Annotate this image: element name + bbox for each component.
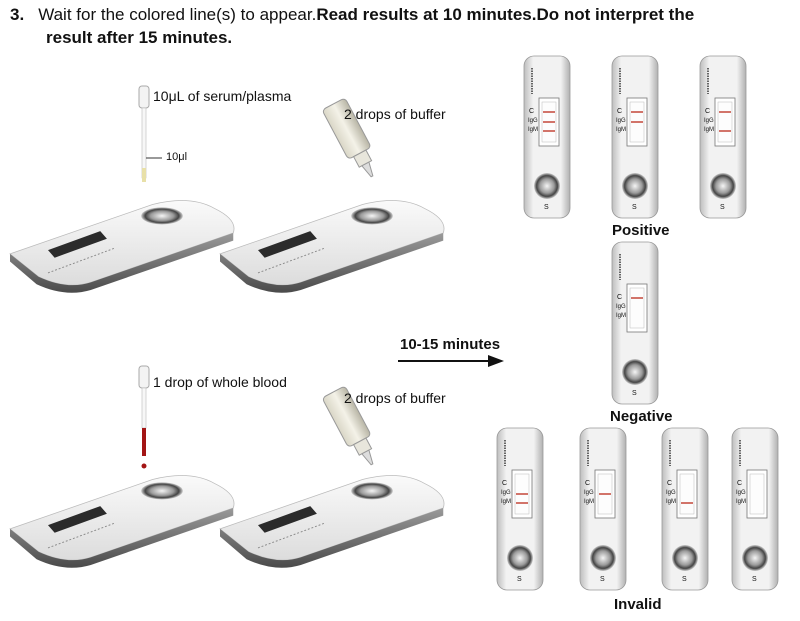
cassette-line-igg-label: IgG [616, 304, 626, 310]
cassette-line-igm-label: IgM [501, 499, 512, 505]
cassette-line-igg-label: IgG [704, 118, 714, 124]
cassette-line-igm-label: IgM [584, 499, 595, 505]
cassette-well-label: S [682, 576, 687, 583]
blood-step-cassette [9, 475, 235, 569]
cassette-well-label: S [600, 576, 605, 583]
cassette-line-igm-label: IgM [736, 499, 747, 505]
invalid-cassette-2 [579, 427, 627, 591]
step-instruction: 3. Wait for the colored line(s) to appear… [10, 4, 790, 26]
cassette-line-c-label: C [617, 108, 623, 115]
cassette-line-igm-label: IgM [616, 127, 627, 133]
serum-label: 10μL of serum/plasma [153, 88, 292, 104]
step-bold-1: Read results at 10 minutes. [316, 5, 537, 24]
serum-step-cassette [9, 200, 235, 294]
cassette-line-c-label: C [705, 108, 711, 115]
cassette-line-c-label: C [502, 480, 508, 487]
cassette-well-label: S [632, 390, 637, 397]
cassette-line-igg-label: IgG [528, 118, 538, 124]
invalid-cassette-4 [731, 427, 779, 591]
step-text: Wait for the colored line(s) to appear. [38, 5, 317, 24]
serum-pipette [138, 85, 162, 182]
cassette-line-c-label: C [585, 480, 591, 487]
time-label: 10-15 minutes [400, 336, 501, 353]
cassette-line-igm-label: IgM [666, 499, 677, 505]
invalid-cassette-1 [496, 427, 544, 591]
cassette-well-label: S [720, 204, 725, 211]
blood-pipette [138, 365, 150, 469]
buffer-label-2: 2 drops of buffer [344, 390, 446, 406]
negative-cassette [611, 241, 659, 405]
blood-label: 1 drop of whole blood [153, 374, 287, 390]
cassette-line-igg-label: IgG [736, 490, 746, 496]
buffer-label-1: 2 drops of buffer [344, 106, 446, 122]
cassette-well-label: S [632, 204, 637, 211]
step-text-continued: result after 15 minutes. [46, 28, 233, 47]
cassette-line-c-label: C [737, 480, 743, 487]
cassette-well-label: S [517, 576, 522, 583]
step-number: 3. [10, 5, 25, 24]
cassette-line-igg-label: IgG [616, 118, 626, 124]
cassette-line-c-label: C [617, 294, 623, 301]
buffer-step-cassette-1 [219, 200, 445, 294]
positive-cassette-3 [699, 55, 747, 219]
invalid-cassette-3 [661, 427, 709, 591]
cassette-line-igm-label: IgM [616, 313, 627, 319]
buffer-bottle-1 [322, 98, 374, 178]
cassette-line-igm-label: IgM [528, 127, 539, 133]
invalid-label: Invalid [614, 596, 662, 613]
cassette-line-igg-label: IgG [666, 490, 676, 496]
cassette-line-igm-label: IgM [704, 127, 715, 133]
positive-cassette-1 [523, 55, 571, 219]
positive-cassette-2 [611, 55, 659, 219]
cassette-line-c-label: C [529, 108, 535, 115]
step-bold-2: Do not interpret the [536, 5, 695, 24]
buffer-bottle-2 [322, 386, 374, 466]
cassette-line-c-label: C [667, 480, 673, 487]
negative-label: Negative [610, 408, 673, 425]
volume-mark: 10μl [166, 151, 188, 163]
positive-label: Positive [612, 222, 670, 239]
cassette-well-label: S [752, 576, 757, 583]
buffer-step-cassette-2 [219, 475, 445, 569]
cassette-line-igg-label: IgG [584, 490, 594, 496]
cassette-line-igg-label: IgG [501, 490, 511, 496]
cassette-well-label: S [544, 204, 549, 211]
time-arrow [398, 355, 504, 367]
